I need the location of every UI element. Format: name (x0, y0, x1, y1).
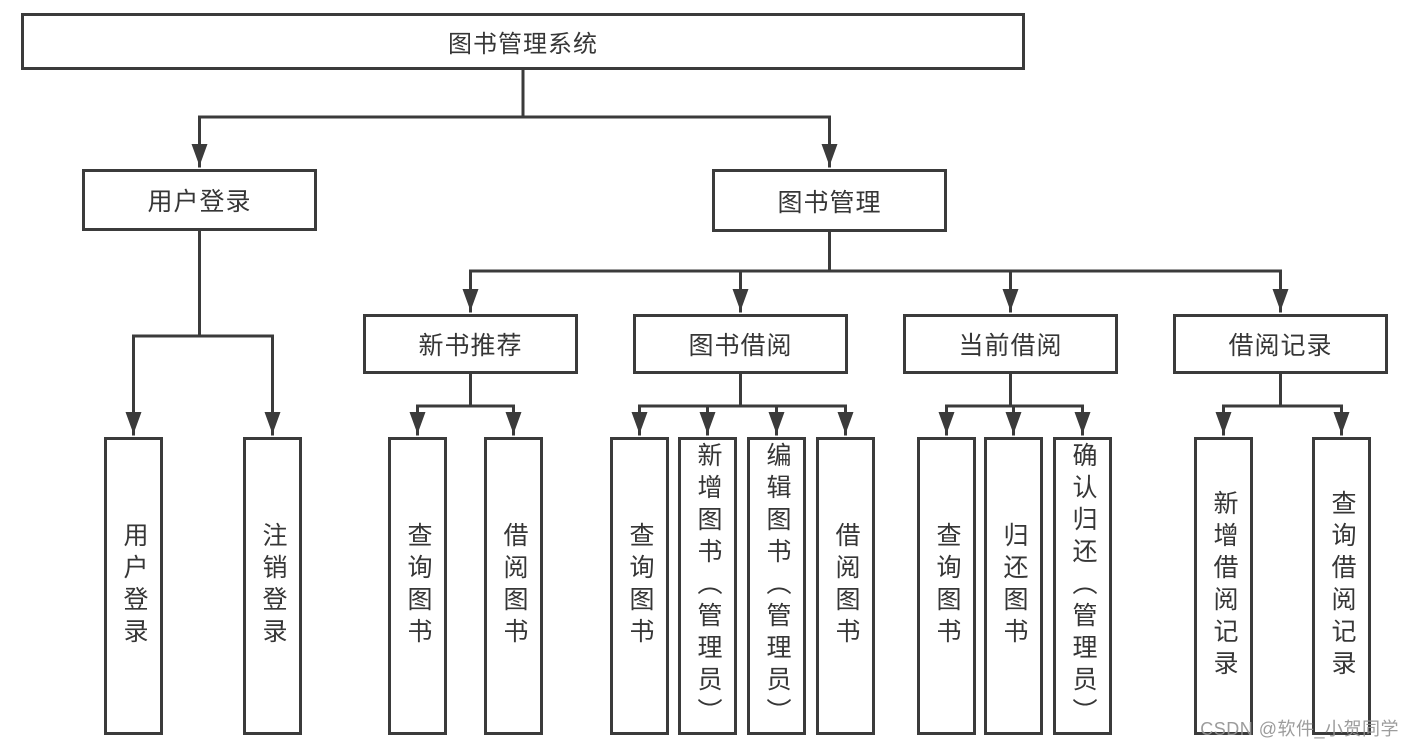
node-current-borrowing-label: 当前借阅 (958, 332, 1063, 360)
leaf-return-books-label: 归还图书 (1000, 522, 1028, 650)
node-new-book-recommend: 新书推荐 (363, 314, 578, 374)
leaf-query-books-2-label: 查询图书 (626, 522, 654, 650)
leaf-edit-book-admin: 编辑图书（管理员） (747, 437, 806, 735)
leaf-query-books-2: 查询图书 (610, 437, 669, 735)
node-root-label: 图书管理系统 (448, 31, 598, 58)
leaf-borrow-books-2-label: 借阅图书 (832, 522, 860, 650)
leaf-add-book-admin: 新增图书（管理员） (678, 437, 737, 735)
leaf-query-books-3: 查询图书 (917, 437, 976, 735)
leaf-query-books-1-label: 查询图书 (404, 522, 432, 650)
leaf-query-books-3-label: 查询图书 (933, 522, 961, 650)
node-borrowing-records: 借阅记录 (1173, 314, 1388, 374)
node-user-login-label: 用户登录 (147, 188, 252, 216)
leaf-add-borrow-record: 新增借阅记录 (1194, 437, 1253, 735)
leaf-return-books: 归还图书 (984, 437, 1043, 735)
leaf-query-borrow-record-label: 查询借阅记录 (1328, 490, 1356, 682)
node-book-management: 图书管理 (712, 169, 947, 232)
node-new-book-recommend-label: 新书推荐 (418, 332, 523, 360)
node-book-borrowing-label: 图书借阅 (688, 332, 793, 360)
leaf-query-borrow-record: 查询借阅记录 (1312, 437, 1371, 735)
node-current-borrowing: 当前借阅 (903, 314, 1118, 374)
leaf-logout: 注销登录 (243, 437, 302, 735)
leaf-confirm-return-admin-label: 确认归还（管理员） (1069, 442, 1097, 730)
leaf-query-books-1: 查询图书 (388, 437, 447, 735)
leaf-edit-book-admin-label: 编辑图书（管理员） (763, 442, 791, 730)
watermark: CSDN @软件_小贺同学 (1200, 719, 1399, 739)
leaf-user-login: 用户登录 (104, 437, 163, 735)
leaf-borrow-books-2: 借阅图书 (816, 437, 875, 735)
leaf-borrow-books-1-label: 借阅图书 (500, 522, 528, 650)
leaf-logout-label: 注销登录 (259, 522, 287, 650)
leaf-add-book-admin-label: 新增图书（管理员） (694, 442, 722, 730)
node-book-borrowing: 图书借阅 (633, 314, 848, 374)
node-user-login: 用户登录 (82, 169, 317, 231)
node-borrowing-records-label: 借阅记录 (1228, 332, 1333, 360)
node-root: 图书管理系统 (21, 13, 1025, 70)
leaf-borrow-books-1: 借阅图书 (484, 437, 543, 735)
leaf-confirm-return-admin: 确认归还（管理员） (1053, 437, 1112, 735)
node-book-management-label: 图书管理 (777, 188, 882, 217)
leaf-add-borrow-record-label: 新增借阅记录 (1210, 490, 1238, 682)
leaf-user-login-label: 用户登录 (120, 522, 148, 650)
